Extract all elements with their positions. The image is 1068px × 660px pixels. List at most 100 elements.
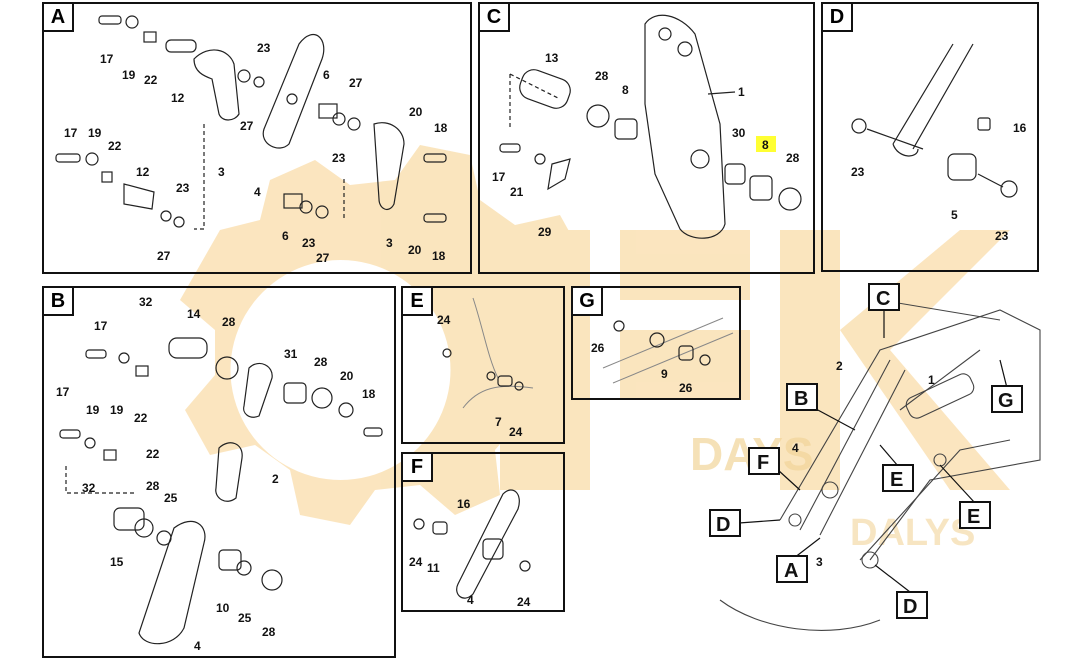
label: 25 [238, 611, 252, 625]
label: 32 [139, 295, 153, 309]
highlight-8 [756, 136, 776, 152]
label: 31 [284, 347, 298, 361]
callout-d-left: D [709, 509, 741, 537]
label: 4 [467, 593, 474, 607]
label: 22 [108, 139, 122, 153]
svg-text:B: B [794, 388, 808, 410]
svg-text:D: D [903, 596, 917, 618]
label: 13 [545, 51, 559, 65]
label: 4 [792, 441, 799, 455]
label: 27 [240, 119, 254, 133]
label: 3 [218, 165, 225, 179]
panel-f: F 16 24 11 4 24 [401, 452, 565, 612]
label: 16 [457, 497, 471, 511]
label: 2 [272, 472, 279, 486]
watermark-gear-icon [180, 145, 590, 525]
label: 26 [591, 341, 605, 355]
panel-f-labels: 16 24 11 4 24 [409, 497, 531, 609]
label: 28 [222, 315, 236, 329]
panel-a-labels: 17 19 22 12 23 27 3 6 27 4 23 20 18 17 1… [64, 41, 448, 265]
label: 21 [510, 185, 524, 199]
panel-b-drawing: 32 14 28 17 19 22 31 28 20 18 17 19 22 2… [56, 295, 383, 653]
label: 24 [517, 595, 531, 609]
label: 23 [332, 151, 346, 165]
panel-g: G 26 9 26 [571, 286, 741, 400]
svg-text:D: D [716, 514, 730, 536]
callout-f: F [748, 447, 780, 475]
label: 23 [302, 236, 316, 250]
callout-c: C [868, 283, 900, 311]
label: 14 [187, 307, 201, 321]
panel-e: E 24 7 24 [401, 286, 565, 444]
label: 1 [738, 85, 745, 99]
label: 19 [122, 68, 136, 82]
label: 19 [88, 126, 102, 140]
label: 27 [316, 251, 330, 265]
label: 25 [164, 491, 178, 505]
label: 23 [851, 165, 865, 179]
svg-text:F: F [757, 452, 769, 474]
panel-e-drawing: 24 7 24 [437, 297, 534, 439]
label: 17 [100, 52, 114, 66]
panel-d-drawing: 16 23 5 23 [851, 43, 1027, 243]
label: 6 [282, 229, 289, 243]
panel-b: B 32 14 28 17 19 22 31 28 [42, 286, 396, 658]
label: 24 [409, 555, 423, 569]
label: 2 [836, 359, 843, 373]
label: 22 [146, 447, 160, 461]
label: 28 [595, 69, 609, 83]
label: 20 [409, 105, 423, 119]
label: 22 [144, 73, 158, 87]
label: 9 [661, 367, 668, 381]
label: 23 [176, 181, 190, 195]
label: 10 [216, 601, 230, 615]
label: 15 [110, 555, 124, 569]
callout-e-right: E [959, 501, 991, 529]
label: 6 [323, 68, 330, 82]
panel-f-tag: F [403, 454, 433, 482]
label: 28 [786, 151, 800, 165]
overview-callouts: C B F D A E E G D [709, 283, 1023, 619]
panel-e-labels: 24 7 24 [437, 313, 523, 439]
panel-b-labels: 32 14 28 17 19 22 31 28 20 18 17 19 22 2… [56, 295, 376, 653]
panel-d-labels: 16 23 5 23 [851, 121, 1027, 243]
label: 5 [951, 208, 958, 222]
label: 17 [64, 126, 78, 140]
label: 26 [679, 381, 693, 395]
panel-f-drawing: 16 24 11 4 24 [409, 489, 531, 609]
svg-text:E: E [967, 506, 980, 528]
label: 32 [82, 481, 96, 495]
label: 28 [262, 625, 276, 639]
panel-c: C 13 28 8 1 30 8 28 17 21 29 [478, 2, 815, 274]
label: 29 [538, 225, 552, 239]
label: 1 [928, 373, 935, 387]
label: 24 [437, 313, 451, 327]
panel-a: A 17 19 22 12 23 [42, 2, 472, 274]
panel-c-tag: C [480, 4, 510, 32]
panel-a-tag: A [44, 4, 74, 32]
label: 28 [146, 479, 160, 493]
panel-d: D 16 23 5 23 [821, 2, 1039, 272]
label: 19 [86, 403, 100, 417]
label: 17 [94, 319, 108, 333]
overview-numbers: 2 1 4 3 [792, 359, 935, 569]
label: 19 [110, 403, 124, 417]
panel-g-labels: 26 9 26 [591, 341, 693, 395]
label: 11 [427, 561, 440, 575]
panel-c-labels: 13 28 8 1 30 8 28 17 21 29 [492, 51, 800, 239]
label: 3 [386, 236, 393, 250]
label: 20 [408, 243, 422, 257]
callout-a: A [776, 555, 808, 583]
label: 8 [622, 83, 629, 97]
callout-d-bottom: D [896, 591, 928, 619]
label: 24 [509, 425, 523, 439]
label: 20 [340, 369, 354, 383]
label: 18 [434, 121, 448, 135]
label: 23 [257, 41, 271, 55]
label: 7 [495, 415, 502, 429]
panel-c-drawing: 13 28 8 1 30 8 28 17 21 29 [492, 14, 802, 239]
label: 18 [362, 387, 376, 401]
panel-b-tag: B [44, 288, 74, 316]
label: 12 [136, 165, 150, 179]
